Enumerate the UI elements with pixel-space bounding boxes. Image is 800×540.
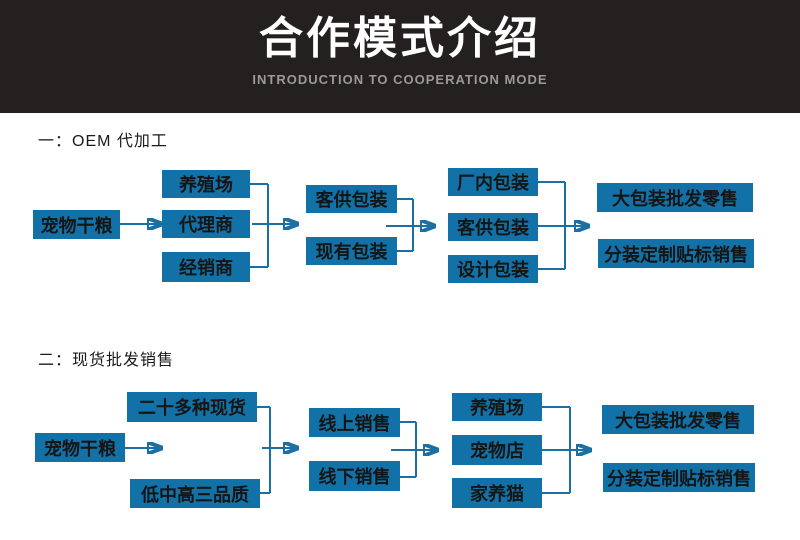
flow-box-s1-existing-packaging: 现有包装 <box>306 237 397 265</box>
flow-box-s2-farm: 养殖场 <box>452 393 542 421</box>
flow-box-s1-factory-packaging: 厂内包装 <box>448 168 538 196</box>
header-banner: 合作模式介绍 INTRODUCTION TO COOPERATION MODE <box>0 0 800 113</box>
page-subtitle: INTRODUCTION TO COOPERATION MODE <box>252 72 548 87</box>
flow-box-s2-twenty-plus-products: 二十多种现货 <box>127 392 257 422</box>
section1-title: 一：OEM 代加工 <box>38 133 168 150</box>
page-title: 合作模式介绍 <box>259 14 541 63</box>
flow-box-s2-house-cat: 家养猫 <box>452 478 542 508</box>
flow-box-s2-pet-store: 宠物店 <box>452 435 542 465</box>
flow-box-s1-pet-dry-food: 宠物干粮 <box>33 210 120 239</box>
flow-box-s1-customer-packaging: 客供包装 <box>306 185 397 213</box>
flow-box-s2-offline-sales: 线下销售 <box>309 461 400 491</box>
section2-title: 二：现货批发销售 <box>38 352 175 369</box>
flow-box-s1-customer-supplied-packaging: 客供包装 <box>448 213 538 241</box>
flow-box-s2-three-quality-levels: 低中高三品质 <box>130 479 260 508</box>
flow-box-s2-pet-dry-food: 宠物干粮 <box>35 433 125 462</box>
flow-box-s1-distributor: 经销商 <box>162 252 250 282</box>
flow-box-s1-custom-label-sales: 分装定制贴标销售 <box>598 239 754 268</box>
flow-box-s1-bulk-wholesale-retail: 大包装批发零售 <box>597 183 753 212</box>
flow-box-s2-online-sales: 线上销售 <box>309 408 400 437</box>
flow-box-s2-bulk-wholesale-retail: 大包装批发零售 <box>602 405 754 434</box>
flow-box-s2-custom-label-sales: 分装定制贴标销售 <box>603 463 755 492</box>
flow-box-s1-agent: 代理商 <box>162 210 250 238</box>
flow-box-s1-farm: 养殖场 <box>162 170 250 198</box>
flow-box-s1-designed-packaging: 设计包装 <box>448 255 538 283</box>
